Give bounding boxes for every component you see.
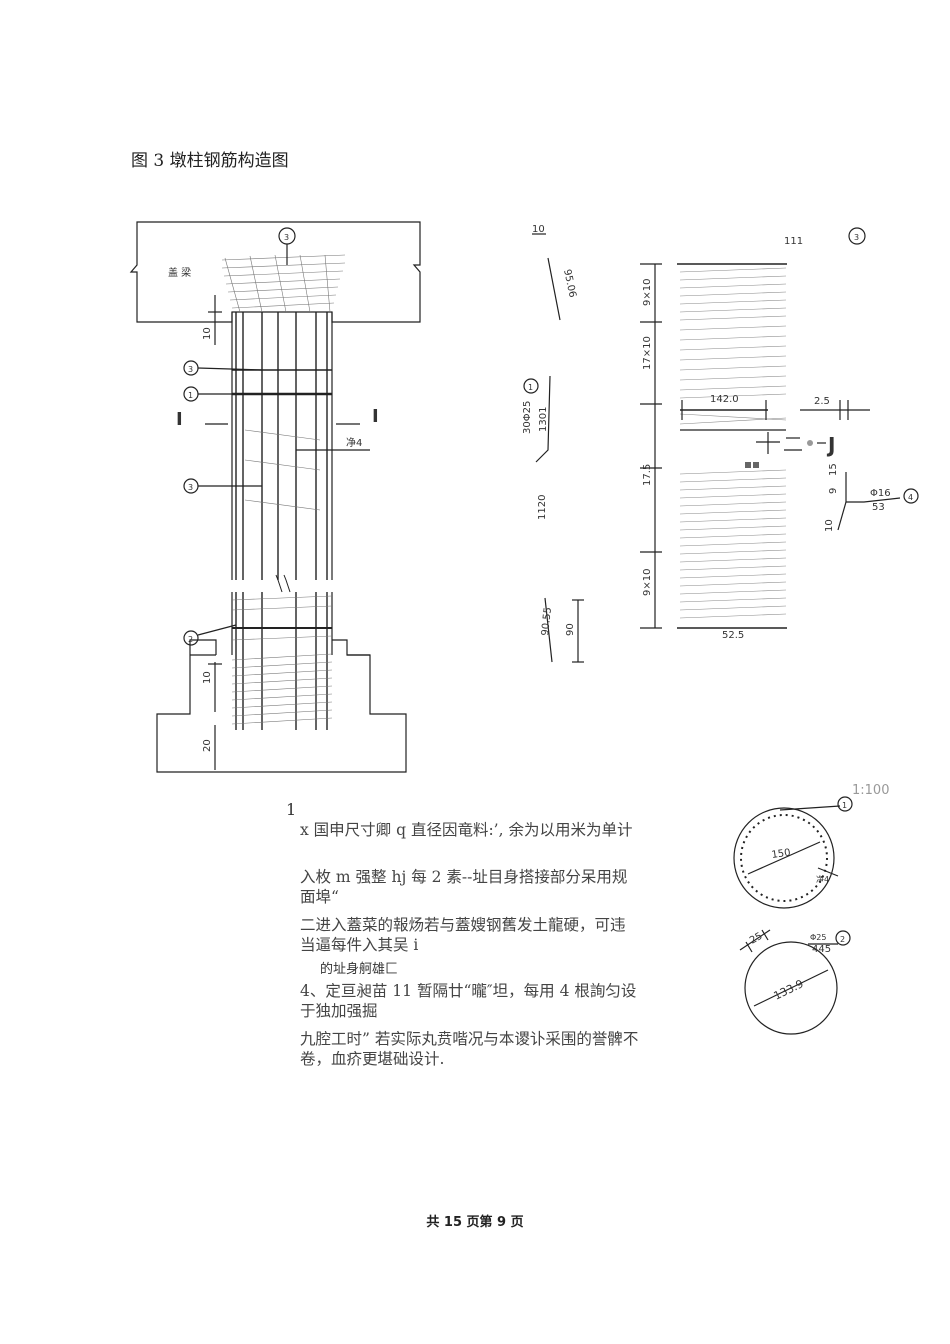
symbol-j: J bbox=[826, 433, 835, 457]
bottom-width: 52.5 bbox=[722, 630, 744, 641]
bar-1-length: 1301 bbox=[538, 407, 549, 432]
section-scale: 1:100 bbox=[852, 783, 889, 798]
spiral-width: 142.0 bbox=[710, 394, 739, 405]
notes-number: 1 bbox=[286, 800, 297, 819]
label-111: 111 bbox=[784, 236, 803, 247]
dim-top: 10 bbox=[202, 327, 213, 340]
spiral-dim-2: 17×10 bbox=[642, 336, 653, 370]
note-item-4: 的址身舸雄匚 bbox=[320, 962, 399, 977]
ring-diameter: 133.9 bbox=[772, 977, 806, 1002]
note-item-6: 九腔工时” 若实际丸贲喈况与本谡讣采围的誉髀不卷，血疥更堪础设计. bbox=[300, 1030, 639, 1068]
section-view bbox=[733, 796, 853, 1035]
spacing-2-5: 2.5 bbox=[814, 396, 830, 407]
spiral-dim-3: 17.5 bbox=[642, 464, 653, 486]
bar-2-length: 90.55 bbox=[540, 607, 554, 637]
bar-1-total: 1120 bbox=[537, 495, 548, 520]
bar-4-dim-c: 10 bbox=[824, 519, 835, 532]
callout-3-a: 3 bbox=[188, 365, 193, 374]
bar-4-dim-a: 9 bbox=[828, 488, 839, 494]
bar-details bbox=[523, 227, 919, 663]
spiral-dim-1: 9×10 bbox=[642, 279, 653, 306]
section-tie-label: 净4 bbox=[816, 874, 829, 884]
callout-3-top: 3 bbox=[284, 233, 289, 242]
note-item-5: 4、定亘昶苗 11 暂隔廿“曨″坦，每用 4 根詢匀设于独加强掘 bbox=[300, 982, 637, 1020]
bar-1-spec: 30Φ25 bbox=[522, 401, 533, 434]
dim-bottom: 20 bbox=[202, 739, 213, 752]
note-item-1: x 国申尺寸卿 q 直径因竜料:’, 余为以用米为单计 bbox=[300, 821, 633, 839]
section-mark-right: I bbox=[372, 406, 379, 427]
bar-4-spec: Φ16 bbox=[870, 488, 891, 499]
section-dim-25: 25 bbox=[748, 931, 765, 947]
bar-4-length: 53 bbox=[872, 502, 885, 513]
section-diameter: 150 bbox=[771, 847, 791, 861]
dim-mid: 10 bbox=[202, 671, 213, 684]
callout-2: 2 bbox=[188, 635, 193, 644]
section-bar-2-length: 445 bbox=[812, 944, 831, 955]
callout-1-right: 1 bbox=[528, 383, 533, 392]
bar-2-short: 90 bbox=[565, 623, 576, 636]
top-ten: 10 bbox=[532, 224, 545, 235]
bar-4-dim-b: 15 bbox=[828, 463, 839, 476]
note-item-2: 入枚 m 强整 hj 每 2 素--址目身搭接部分呆用规面埠“ bbox=[300, 868, 628, 906]
spiral-dim-4: 9×10 bbox=[642, 569, 653, 596]
tie-label: 净4 bbox=[346, 436, 362, 449]
section-mark-left: I bbox=[176, 409, 183, 430]
section-callout-1: 1 bbox=[842, 801, 847, 810]
page-footer: 共 15 页第 9 页 bbox=[426, 1215, 524, 1230]
callout-1: 1 bbox=[188, 391, 193, 400]
figure-title: 图 3 墩柱钢筋构造图 bbox=[131, 151, 289, 171]
callout-3-right: 3 bbox=[854, 233, 859, 242]
callout-3-b: 3 bbox=[188, 483, 193, 492]
callout-4: 4 bbox=[908, 493, 913, 502]
pier-elevation bbox=[129, 221, 421, 773]
section-bar-2-spec: Φ25 bbox=[810, 933, 826, 942]
section-callout-2: 2 bbox=[840, 935, 845, 944]
bar-length-a: 95.06 bbox=[561, 268, 578, 298]
note-item-3: 二进入蓋菜的報炀若与蓋嫂钢舊发土龍硬，可违当逼每件入其吴 i bbox=[300, 916, 626, 954]
cap-beam-label: 盖 梁 bbox=[168, 266, 191, 279]
